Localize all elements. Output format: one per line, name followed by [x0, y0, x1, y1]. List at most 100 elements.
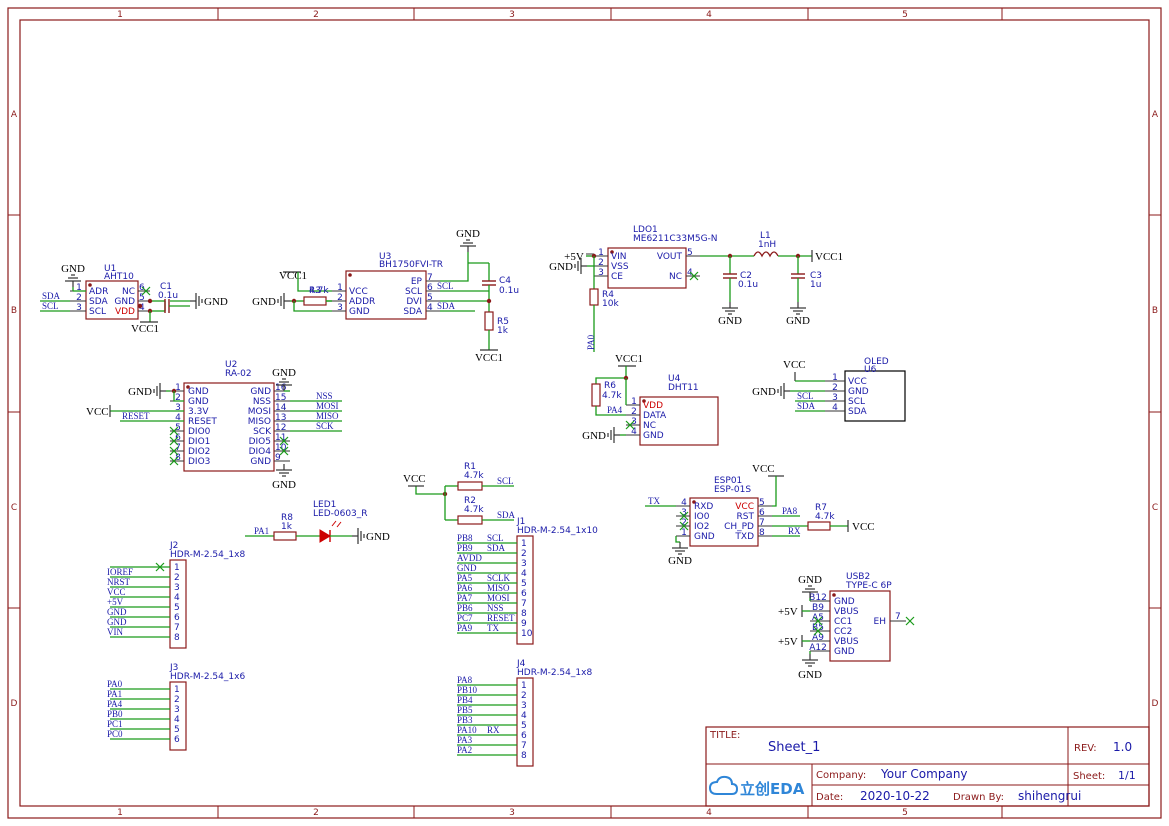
pin-number: 4 [174, 715, 180, 725]
no-connect-mark [689, 271, 699, 281]
esp01-body [689, 497, 759, 547]
pin-name: NSS [253, 397, 271, 407]
net-label: SDA [437, 301, 456, 311]
net-label: RX [487, 725, 500, 735]
led-ray [336, 521, 342, 528]
net-label: PA10 [457, 725, 477, 735]
r1-ref: R1 [464, 462, 476, 472]
pin-name: DIO2 [188, 447, 210, 457]
r4-ref: R4 [602, 290, 614, 300]
l1-ref: L1 [760, 231, 771, 241]
net-label: PC0 [107, 729, 123, 739]
pin-number: 4 [687, 268, 693, 278]
net-label: PA1 [107, 689, 122, 699]
pin-number: 5 [139, 293, 145, 303]
pin-name: VDD [643, 401, 663, 411]
pin-number: 2 [598, 258, 604, 268]
pin-number: A9 [812, 633, 824, 643]
pin1-marker [186, 385, 190, 389]
pin-name: IO2 [694, 522, 709, 532]
pin-name: 3.3V [188, 407, 209, 417]
r5-ref: R5 [497, 317, 509, 327]
pin-name: DIO0 [188, 427, 211, 437]
pin-number: 3 [631, 417, 637, 427]
rev-value: 1.0 [1113, 740, 1132, 754]
pin-number: 1 [337, 283, 343, 293]
net-label: PA0 [107, 679, 123, 689]
pin-name: SCK [253, 427, 272, 437]
rev-label: REV: [1074, 743, 1097, 754]
net-label: +5V [107, 597, 124, 607]
net-label: PA7 [457, 593, 473, 603]
c4-ref: C4 [499, 276, 511, 286]
net-label: PA3 [457, 735, 473, 745]
gnd-net-label: GND [786, 315, 810, 327]
pin-number: 10 [521, 629, 533, 639]
no-connect-mark [169, 436, 179, 446]
pin-number: 7 [521, 599, 527, 609]
pin-name: VIN [611, 252, 627, 262]
pin-number: 6 [521, 731, 527, 741]
no-connect-mark [279, 446, 289, 456]
no-connect-mark [279, 436, 289, 446]
net-label: GND [107, 617, 127, 627]
led1-ref: LED1 [313, 500, 336, 510]
pin-name: GND [643, 431, 664, 441]
net-label: TX [648, 496, 660, 506]
pin-number: 1 [521, 681, 527, 691]
no-connect-mark [813, 626, 823, 636]
pin-number: 5 [759, 498, 765, 508]
resistor-body [589, 288, 599, 306]
r1-value: 4.7k [464, 471, 484, 481]
pin-number: 4 [521, 711, 527, 721]
c1-value: 0.1u [158, 291, 178, 301]
pin-number: 6 [174, 613, 180, 623]
net-label: GND [457, 563, 477, 573]
pin-number: 7 [175, 443, 181, 453]
usb2-body [829, 590, 891, 662]
pin-number: 4 [139, 303, 145, 313]
led1-value: LED-0603_R [313, 509, 368, 519]
pin-name: SCL [405, 287, 422, 297]
c2-value: 0.1u [738, 280, 758, 290]
pin-name: DIO3 [188, 457, 210, 467]
r3-value: 4.7k [309, 286, 329, 296]
pin-number: 1 [631, 397, 637, 407]
pin-number: 4 [631, 427, 637, 437]
no-connect-mark [169, 426, 179, 436]
pin1-marker [348, 273, 352, 277]
pin-name: MOSI [248, 407, 271, 417]
c1-ref: C1 [160, 282, 172, 292]
pin-name: TXD [734, 532, 754, 542]
pin-number: 12 [275, 423, 286, 433]
pin-number: 2 [832, 383, 838, 393]
logo-cloud-icon [708, 775, 739, 795]
frame-column-label: 1 [117, 808, 123, 818]
net-label: PA2 [457, 745, 472, 755]
no-connect-mark [679, 511, 689, 521]
pin-number: 6 [175, 433, 181, 443]
led-ray [331, 520, 337, 527]
pin-number: 6 [521, 589, 527, 599]
gnd-net-label: GND [456, 228, 480, 240]
pin-name: DIO4 [249, 447, 272, 457]
usb2-ref: USB2 [846, 572, 870, 582]
pin-number: 7 [427, 273, 433, 283]
pin-number: 7 [521, 741, 527, 751]
pin-number: 7 [759, 518, 765, 528]
pin-name: CC1 [834, 617, 852, 627]
c3-value: 1u [810, 280, 821, 290]
pin-number: 1 [76, 283, 82, 293]
pin1-marker [642, 399, 646, 403]
pin1-marker [88, 283, 92, 287]
pin-number: 5 [427, 293, 433, 303]
pin-number: B5 [812, 623, 824, 633]
wire [595, 366, 627, 384]
gnd-net-label: GND [752, 386, 776, 398]
pin-name: SCL [848, 397, 865, 407]
pin-number: 1 [175, 383, 181, 393]
pin-name: VBUS [834, 637, 859, 647]
frame-column-label: 1 [117, 10, 123, 20]
